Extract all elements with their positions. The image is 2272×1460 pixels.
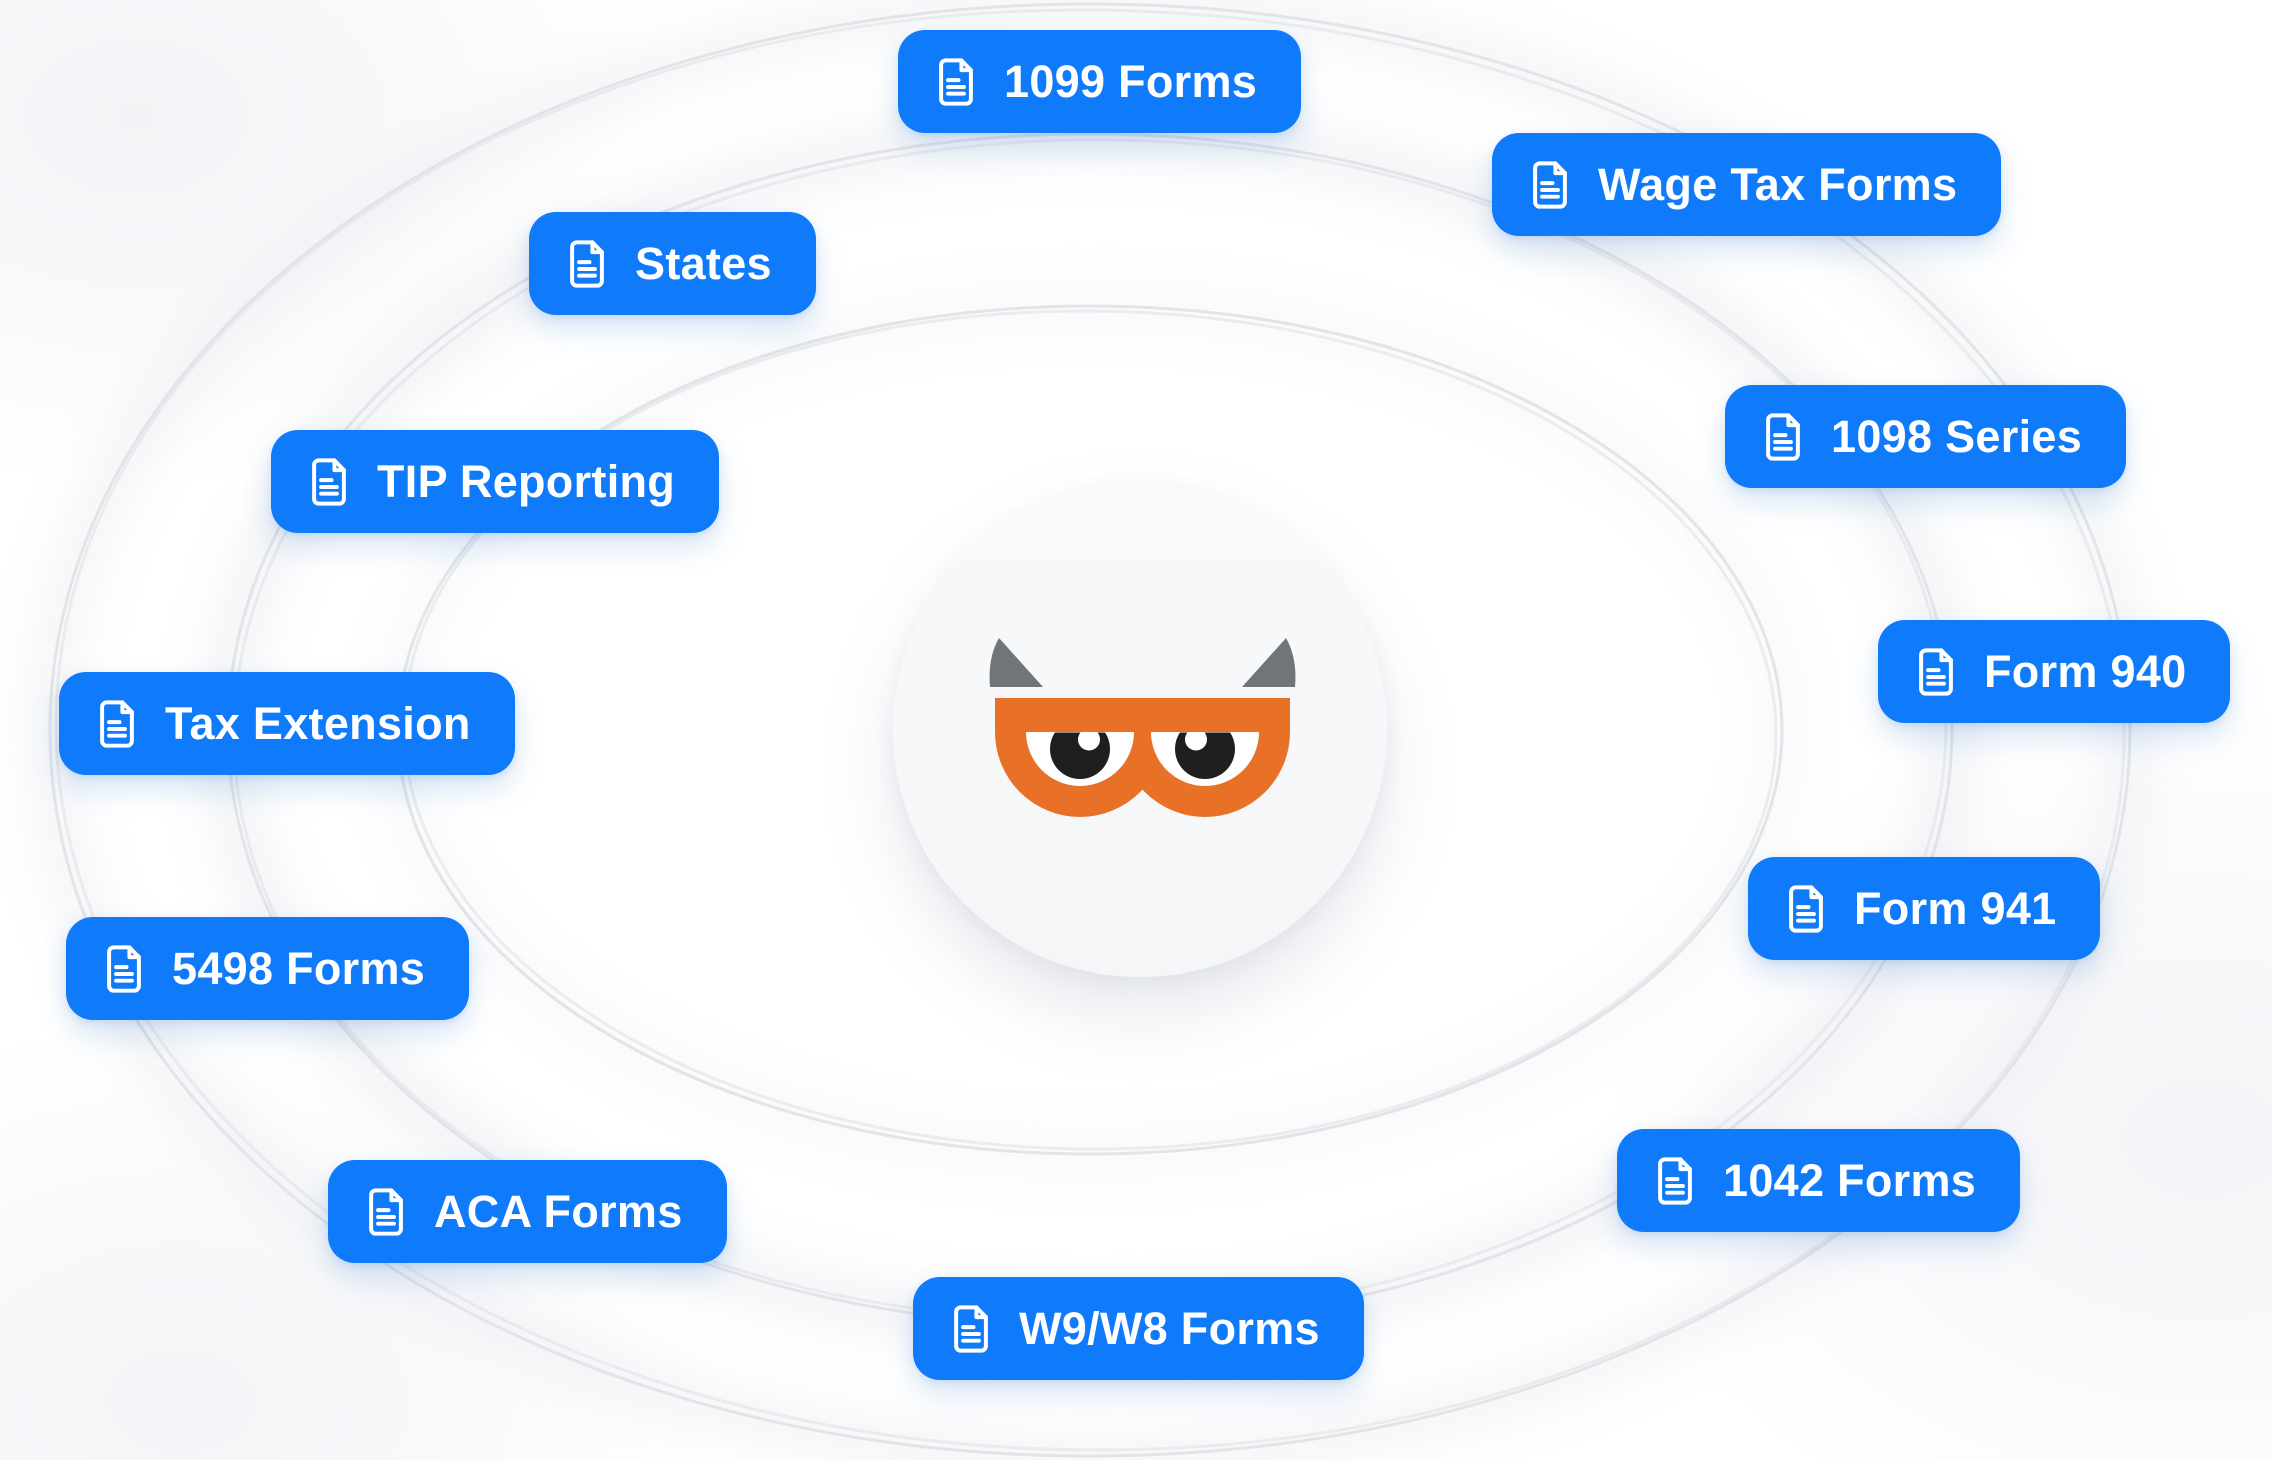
document-icon	[99, 941, 149, 997]
badge-label: 5498 Forms	[172, 943, 426, 994]
document-icon	[931, 54, 981, 110]
badge-wage-tax-forms[interactable]: Wage Tax Forms	[1492, 133, 2002, 236]
badge-label: Wage Tax Forms	[1598, 159, 1958, 210]
badge-label: Form 941	[1854, 883, 2057, 934]
document-icon	[1758, 409, 1808, 465]
badge-form-940[interactable]: Form 940	[1878, 620, 2231, 723]
badge-tax-extension[interactable]: Tax Extension	[59, 672, 515, 775]
badge-label: 1042 Forms	[1723, 1155, 1977, 1206]
badge-label: 1099 Forms	[1004, 56, 1258, 107]
document-icon	[361, 1184, 411, 1240]
mascot-right-ear	[1242, 638, 1296, 687]
badge-label: TIP Reporting	[377, 456, 676, 507]
badge-label: Form 940	[1984, 646, 2187, 697]
document-icon	[92, 696, 142, 752]
badge-label: W9/W8 Forms	[1019, 1303, 1320, 1354]
document-icon	[1911, 644, 1961, 700]
document-icon	[1525, 157, 1575, 213]
badge-tip-reporting[interactable]: TIP Reporting	[271, 430, 720, 533]
badge-label: States	[635, 238, 772, 289]
document-icon	[1781, 881, 1831, 937]
orbit-ring-outer	[48, 2, 2132, 1458]
document-icon	[946, 1301, 996, 1357]
document-icon	[1650, 1153, 1700, 1209]
document-icon	[304, 454, 354, 510]
mascot-right-eye-highlight	[1185, 732, 1207, 751]
mascot-left-ear	[989, 638, 1043, 687]
document-icon	[562, 236, 612, 292]
taxbandits-mascot-icon	[989, 638, 1296, 817]
mascot-left-eye-highlight	[1078, 732, 1100, 751]
badge-label: Tax Extension	[165, 698, 471, 749]
badge-1098-series[interactable]: 1098 Series	[1725, 385, 2127, 488]
badge-label: 1098 Series	[1831, 411, 2083, 462]
badge-form-941[interactable]: Form 941	[1748, 857, 2101, 960]
mascot-circle	[893, 483, 1387, 977]
badge-states[interactable]: States	[529, 212, 816, 315]
badge-label: ACA Forms	[434, 1186, 683, 1237]
badge-1099-forms[interactable]: 1099 Forms	[898, 30, 1302, 133]
mascot-glasses-band	[995, 698, 1290, 733]
badge-1042-forms[interactable]: 1042 Forms	[1617, 1129, 2021, 1232]
orbit-ring-outer-2	[54, 8, 2126, 1452]
badge-5498-forms[interactable]: 5498 Forms	[66, 917, 470, 1020]
badge-aca-forms[interactable]: ACA Forms	[328, 1160, 727, 1263]
badge-w9-w8-forms[interactable]: W9/W8 Forms	[913, 1277, 1364, 1380]
